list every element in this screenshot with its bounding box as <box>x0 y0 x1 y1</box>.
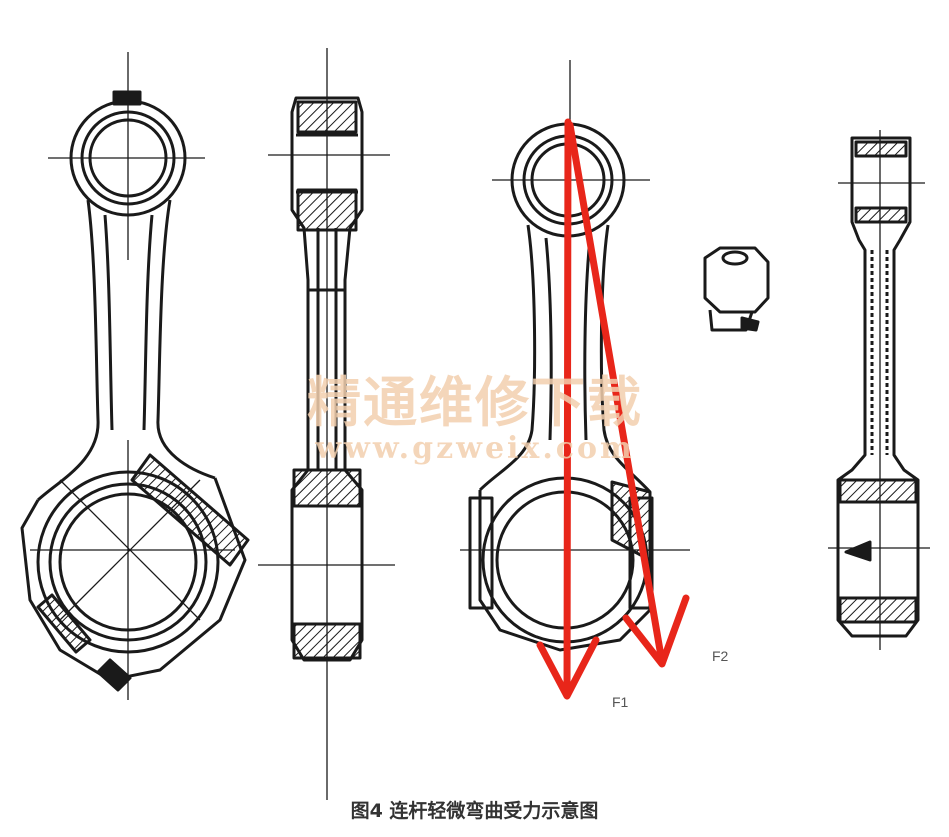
nut-detail <box>703 246 770 332</box>
watermark-text: 精通维修下载 <box>307 370 643 434</box>
rod-side-view-2 <box>828 130 930 650</box>
force-arrow-f2 <box>566 121 690 668</box>
force-label-f1: F1 <box>612 694 629 710</box>
watermark: 精通维修下载 www.gzweix.com <box>285 372 665 466</box>
force-label-f2: F2 <box>712 648 729 664</box>
watermark-url: www.gzweix.com <box>315 431 635 466</box>
rod-side-view-1 <box>258 48 395 800</box>
force-arrow-f1 <box>536 118 600 700</box>
figure-caption: 图4 连杆轻微弯曲受力示意图 <box>350 800 599 822</box>
rod-front-view-1 <box>20 52 250 700</box>
